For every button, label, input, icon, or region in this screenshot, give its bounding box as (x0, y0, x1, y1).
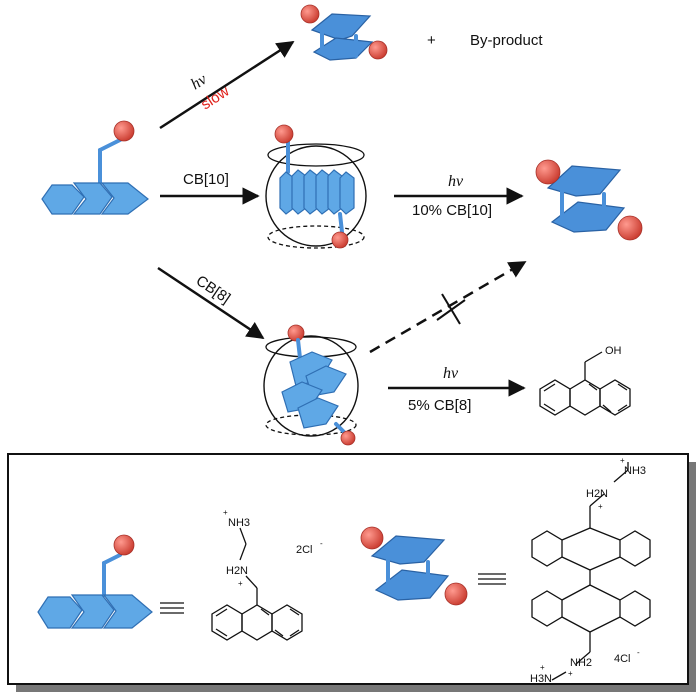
nh3-charge-right: + (620, 456, 625, 465)
nh3-charge-left: + (223, 508, 228, 517)
h3n-charge-right: + (540, 663, 545, 672)
hv-label-cb10: hν (448, 173, 464, 190)
legend-dimer-structure (531, 462, 651, 681)
counterion-4cl: 4Cl (614, 653, 631, 665)
dimer-product (535, 159, 643, 241)
oh-label: OH (605, 345, 622, 357)
h2n-label-right: H2N (586, 488, 608, 500)
cb8-complex (263, 324, 359, 446)
arrow-blocked (369, 260, 527, 354)
nh3-label-right: NH3 (624, 465, 646, 477)
arrow-cb8 (157, 266, 265, 340)
legend-box (7, 453, 689, 685)
counterion-2cl: 2Cl (296, 544, 313, 556)
blocked-cross (436, 293, 466, 325)
h2n-charge-right: + (598, 502, 603, 511)
cb8-cat-label: 5% CB[8] (408, 397, 471, 414)
legend-monomer-structure (211, 527, 303, 641)
hv-label-cb8: hν (443, 365, 459, 382)
legend-monomer-cartoon (37, 534, 153, 629)
plus-sign: + (427, 32, 436, 49)
h3n-label-right: H3N (530, 673, 552, 685)
anthracene-monomer-start (41, 120, 149, 215)
h2n-label-left: H2N (226, 565, 248, 577)
anthracenemethanol-structure (539, 351, 631, 416)
legend-dimer-cartoon (360, 526, 468, 606)
cb10-cat-label: 10% CB[10] (412, 202, 492, 219)
cb10-label: CB[10] (183, 171, 229, 188)
cb10-complex (265, 124, 367, 249)
counterion-4cl-minus: - (637, 648, 640, 657)
nh2-label-right: NH2 (570, 657, 592, 669)
hv-label-top: hν (188, 70, 211, 93)
equiv-sign-2 (478, 573, 506, 585)
byproduct-label: By-product (470, 32, 543, 49)
h2n-charge-left: + (238, 579, 243, 588)
arrow-slow (159, 40, 295, 130)
cb8-label: CB[8] (193, 272, 234, 307)
nh3-label-left: NH3 (228, 517, 250, 529)
dimer-top (300, 4, 388, 61)
nh2-charge-right: + (568, 669, 573, 678)
counterion-2cl-minus: - (320, 539, 323, 548)
equiv-sign-1 (160, 602, 184, 614)
